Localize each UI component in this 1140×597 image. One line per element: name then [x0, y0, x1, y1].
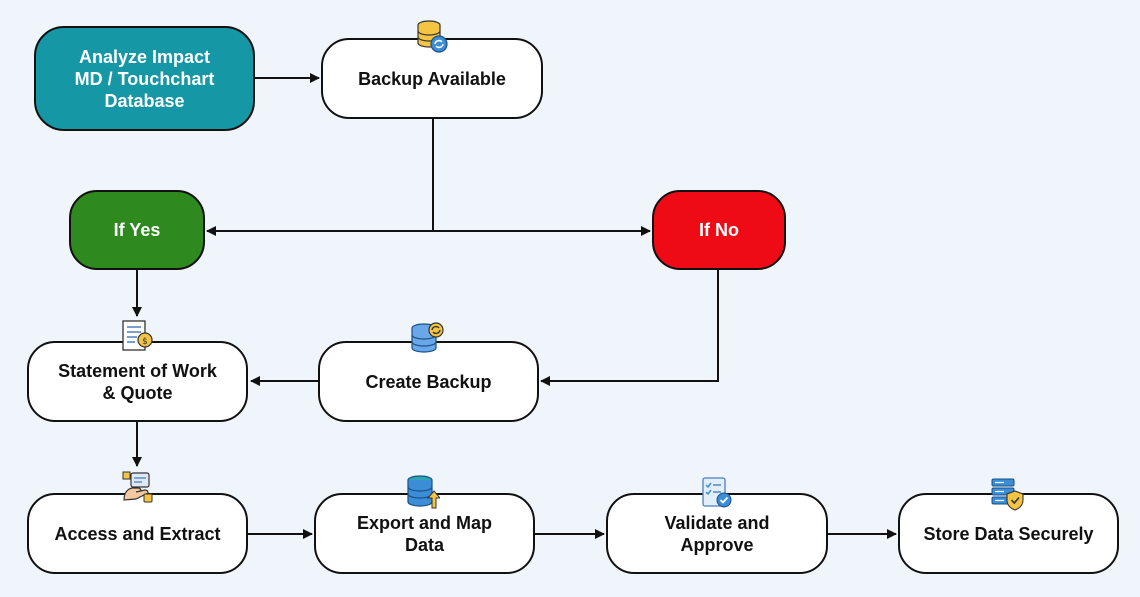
document-quote-icon: $ — [120, 318, 154, 354]
node-export-map: Export and Map Data — [314, 493, 535, 574]
node-export-map-label: Export and Map Data — [356, 512, 492, 555]
node-create-backup: Create Backup — [318, 341, 539, 422]
node-statement-of-work-label: Statement of Work & Quote — [58, 360, 217, 403]
database-sync-icon — [415, 18, 449, 54]
node-if-no: If No — [652, 190, 786, 270]
node-if-no-label: If No — [699, 220, 739, 240]
node-backup-available: Backup Available — [321, 38, 543, 119]
node-if-yes: If Yes — [69, 190, 205, 270]
database-refresh-icon — [410, 321, 444, 357]
node-create-backup-label: Create Backup — [365, 371, 492, 392]
server-shield-icon — [990, 476, 1024, 512]
svg-text:$: $ — [142, 337, 148, 347]
node-store-data: Store Data Securely — [898, 493, 1119, 574]
database-export-icon — [406, 474, 440, 510]
checklist-icon — [700, 474, 734, 510]
arrow-no-to-create-backup — [540, 270, 719, 386]
node-backup-available-label: Backup Available — [358, 68, 506, 89]
node-access-extract: Access and Extract — [27, 493, 248, 574]
node-access-extract-label: Access and Extract — [54, 523, 221, 544]
node-analyze-impact-label: Analyze Impact MD / Touchchart Database — [74, 46, 215, 111]
hand-access-icon — [120, 470, 154, 506]
node-store-data-label: Store Data Securely — [923, 523, 1094, 544]
node-validate-approve-label: Validate and Approve — [664, 512, 770, 555]
node-analyze-impact: Analyze Impact MD / Touchchart Database — [34, 26, 255, 131]
node-if-yes-label: If Yes — [113, 220, 161, 240]
